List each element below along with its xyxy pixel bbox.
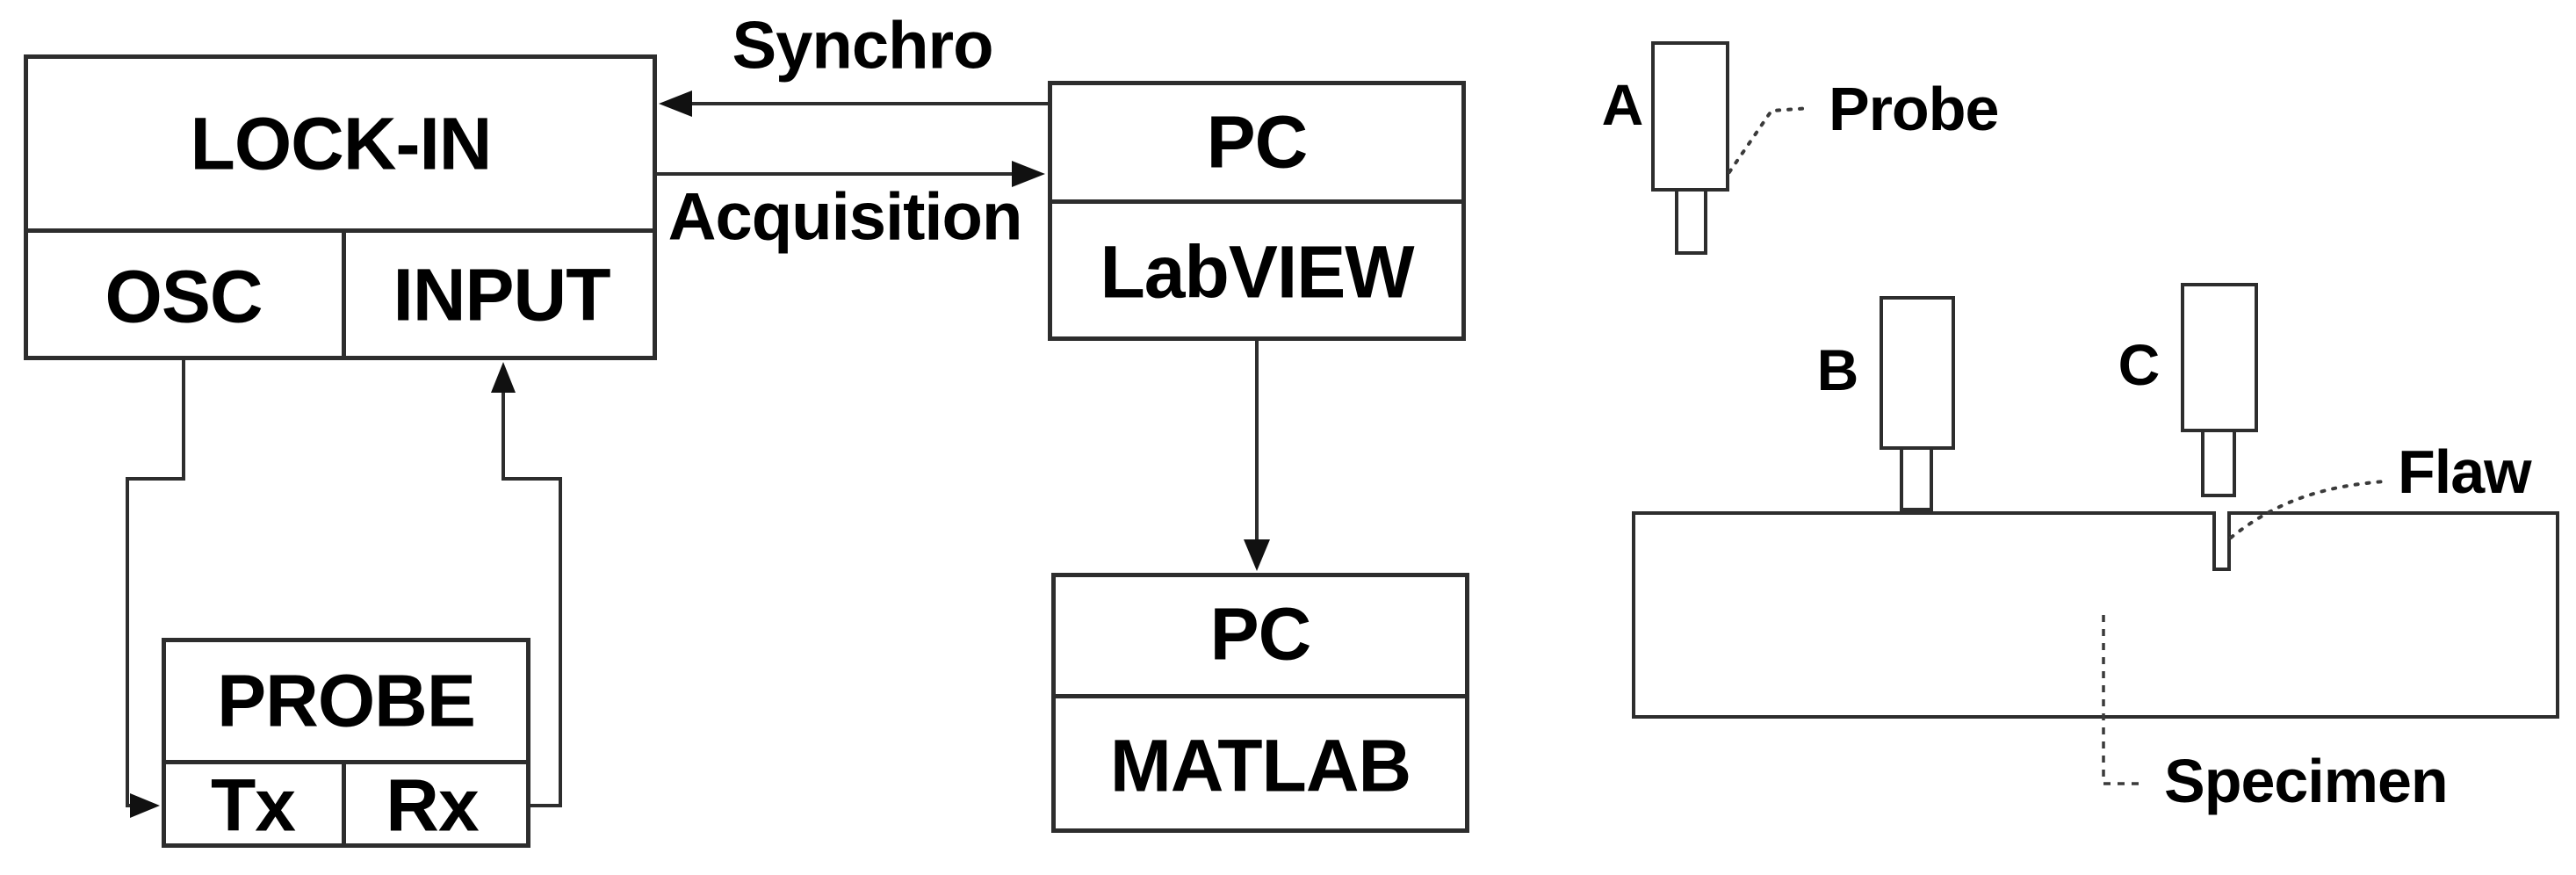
probe-b-tip	[1900, 446, 1933, 511]
probe-callout-leader	[1728, 106, 1813, 174]
synchro-arrowhead-icon	[659, 90, 692, 117]
pc-labview-box	[1048, 81, 1466, 341]
probe-internal-divider	[165, 760, 527, 764]
specimen-callout-leader	[2102, 615, 2141, 785]
lockin-internal-divider	[28, 228, 653, 233]
pc-matlab-box	[1051, 573, 1469, 833]
pc-matlab-divider	[1056, 694, 1465, 698]
probe-box	[162, 638, 530, 848]
acquisition-label: Acquisition	[667, 179, 1023, 255]
lockin-title: LOCK-IN	[190, 102, 493, 185]
pc-labview-divider	[1052, 199, 1461, 204]
specimen-callout-label: Specimen	[2164, 747, 2449, 815]
probe-callout-label: Probe	[1829, 75, 1999, 143]
osc-label: OSC	[105, 255, 263, 338]
probe-title: PROBE	[217, 659, 476, 742]
probe-b-label: B	[1816, 337, 1859, 402]
labview-to-matlab-arrowhead-icon	[1244, 539, 1270, 571]
pc-bottom-title: PC	[1209, 592, 1312, 676]
lockin-amplifier-box	[24, 54, 657, 360]
probe-b-body	[1880, 296, 1955, 450]
rx-to-input-arrowhead-icon	[491, 362, 516, 393]
rx-label: Rx	[386, 763, 479, 847]
osc-input-divider	[342, 230, 346, 358]
labview-label: LabVIEW	[1100, 230, 1414, 314]
osc-to-tx-wire	[126, 358, 185, 807]
tx-rx-divider	[342, 762, 346, 844]
matlab-label: MATLAB	[1109, 724, 1411, 807]
flaw-callout-leader	[2229, 480, 2386, 539]
input-label: INPUT	[393, 253, 611, 336]
flaw-notch	[2212, 511, 2231, 571]
probe-a-label: A	[1601, 72, 1644, 137]
probe-a-tip	[1675, 188, 1707, 255]
tx-label: Tx	[210, 763, 296, 847]
rx-to-input-wire	[501, 388, 562, 807]
osc-to-tx-arrowhead-icon	[130, 793, 160, 818]
probe-c-label: C	[2118, 332, 2161, 397]
specimen-rectangle	[1632, 511, 2559, 719]
acquisition-arrowhead-icon	[1012, 161, 1045, 187]
pc-top-title: PC	[1206, 100, 1309, 184]
probe-c-tip	[2201, 429, 2236, 497]
probe-c-body	[2181, 283, 2258, 432]
flaw-callout-label: Flaw	[2398, 438, 2532, 506]
synchro-label: Synchro	[732, 8, 993, 83]
